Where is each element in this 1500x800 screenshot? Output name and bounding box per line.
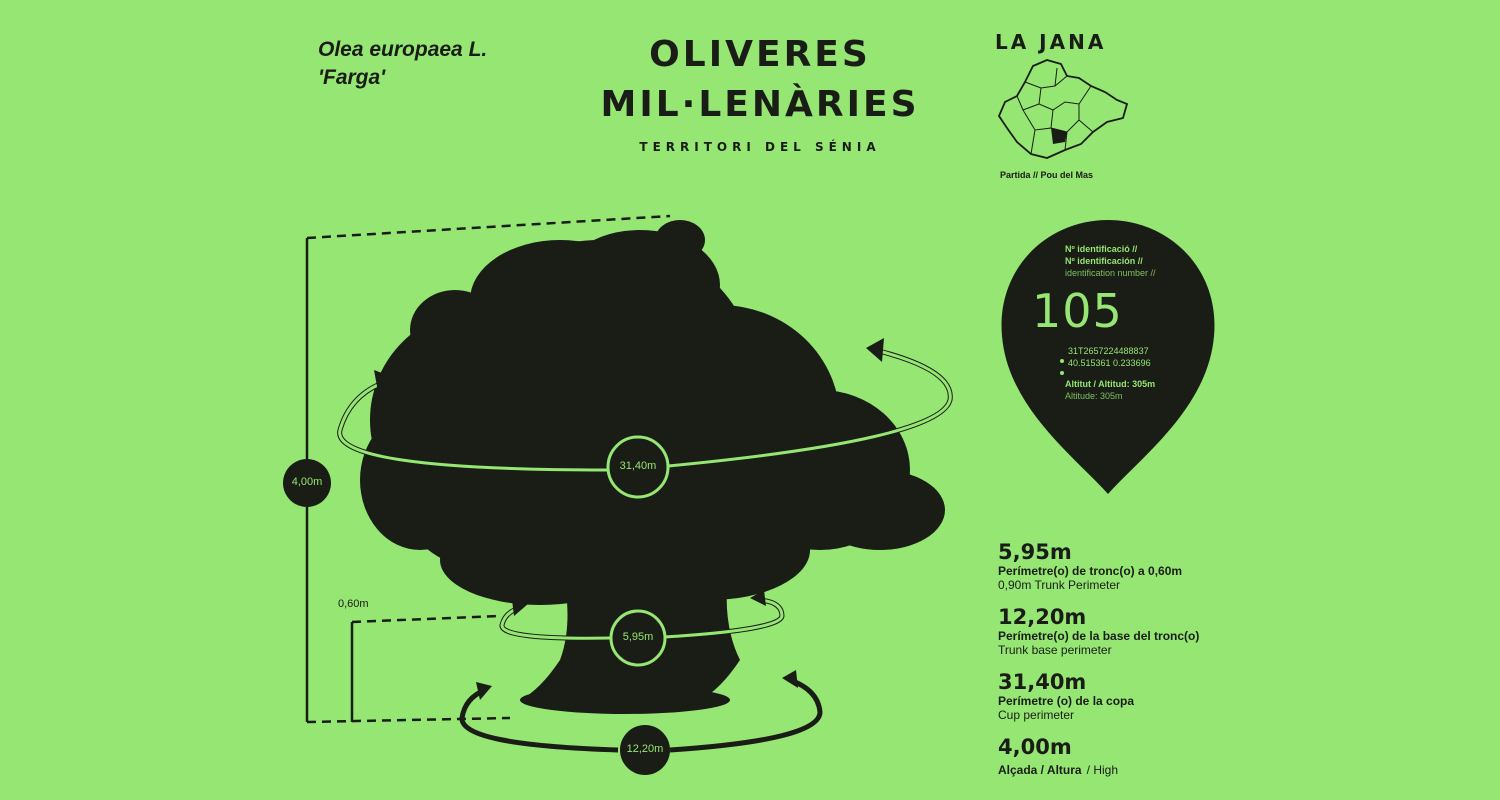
coord-latlon: 40.515361 0.233696 [1068, 358, 1151, 368]
stat-height: 4,00m Alçada / Altura / High [998, 735, 1118, 778]
stat-label-ca-es: Perímetre(o) de tronc(o) a 0,60m [998, 564, 1183, 578]
stat-value: 31,40m [998, 670, 1087, 694]
species-variety: 'Farga' [318, 66, 386, 89]
height-label: 4,00m [291, 476, 323, 488]
stat-value: 4,00m [998, 735, 1072, 759]
stat-label-en: Trunk base perimeter [998, 643, 1112, 657]
id-number: 105 [1032, 284, 1123, 338]
crown-perimeter-label: 31,40m [619, 460, 657, 472]
base-perimeter-label: 12,20m [626, 743, 664, 755]
trunk-perimeter-label: 5,95m [622, 631, 654, 643]
stat-value: 5,95m [998, 540, 1072, 564]
town-name: LA JANA [995, 30, 1107, 54]
id-label-es: Nº identificación // [1065, 256, 1143, 266]
location-pin-icon [1001, 220, 1215, 494]
stat-label-en: / High [1086, 763, 1119, 777]
stat-label-ca-es: Perímetre(o) de la base del tronc(o) [998, 629, 1200, 643]
species-block: Olea europaea L. 'Farga' [318, 36, 487, 92]
tree-diagram [283, 214, 953, 775]
stat-trunk-perimeter: 5,95m Perímetre(o) de tronc(o) a 0,60m 0… [998, 540, 1182, 592]
stat-label-en: Cup perimeter [998, 708, 1075, 722]
stat-crown-perimeter: 31,40m Perímetre (o) de la copa Cup peri… [998, 670, 1134, 722]
id-label-ca: Nº identificació // [1065, 244, 1138, 254]
id-label-en: identification number // [1065, 268, 1156, 278]
trunk-height-label: 0,60m [338, 598, 369, 610]
title-subtitle: TERRITORI DEL SÉNIA [639, 140, 881, 154]
stat-label-en: 0,90m Trunk Perimeter [998, 578, 1121, 592]
stat-label-ca-es: Alçada / Altura [998, 763, 1082, 777]
stat-label-ca-es: Perímetre (o) de la copa [998, 694, 1135, 708]
municipality-map-icon [997, 59, 1129, 159]
stat-base-perimeter: 12,20m Perímetre(o) de la base del tronc… [998, 605, 1199, 657]
partida-label: Partida // Pou del Mas [1000, 170, 1094, 180]
title-line-2: MIL·LENÀRIES [600, 84, 920, 125]
species-name: Olea europaea L. [318, 38, 488, 61]
coord-code: 31T2657224488837 [1068, 346, 1149, 356]
title-line-1: OLIVERES [649, 34, 871, 75]
altitude-en: Altitude: 305m [1065, 391, 1123, 401]
title-block: OLIVERES MIL·LENÀRIES TERRITORI DEL SÉNI… [560, 30, 960, 154]
altitude-ca-es: Altitut / Altitud: 305m [1065, 379, 1156, 389]
stat-value: 12,20m [998, 605, 1087, 629]
